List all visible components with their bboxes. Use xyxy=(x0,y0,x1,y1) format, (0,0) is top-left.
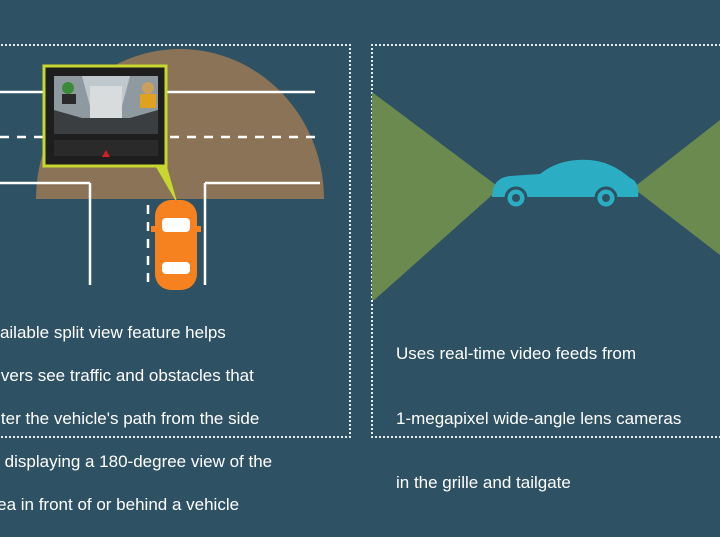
caption-line: in the grille and tailgate xyxy=(396,473,571,492)
orange-car xyxy=(151,200,201,290)
caption-line: by displaying a 180-degree view of the xyxy=(0,451,273,471)
caption-line: drivers see traffic and obstacles that xyxy=(0,365,254,385)
caption-line: enter the vehicle's path from the side xyxy=(0,408,260,428)
front-camera-cone xyxy=(372,92,500,300)
caption-line: 1-megapixel wide-angle lens cameras xyxy=(396,408,682,428)
screen-pointer xyxy=(152,160,178,205)
caption-line: area in front of or behind a vehicle xyxy=(0,494,240,514)
caption-line: available split view feature helps xyxy=(0,322,226,342)
caption-line: Uses real-time video feeds from xyxy=(396,344,636,363)
warning-triangle-icon xyxy=(102,150,110,157)
left-panel-frame xyxy=(0,44,351,438)
cyclist-figure-icon xyxy=(62,82,74,94)
pedestrian-figure-icon xyxy=(142,82,154,94)
split-view-illustration xyxy=(0,49,324,290)
rear-camera-cone xyxy=(633,120,720,255)
right-caption: Uses real-time video feeds from 1-megapi… xyxy=(396,300,720,515)
camera-cones-illustration xyxy=(372,92,720,300)
left-caption: available split view feature helps drive… xyxy=(0,300,342,537)
